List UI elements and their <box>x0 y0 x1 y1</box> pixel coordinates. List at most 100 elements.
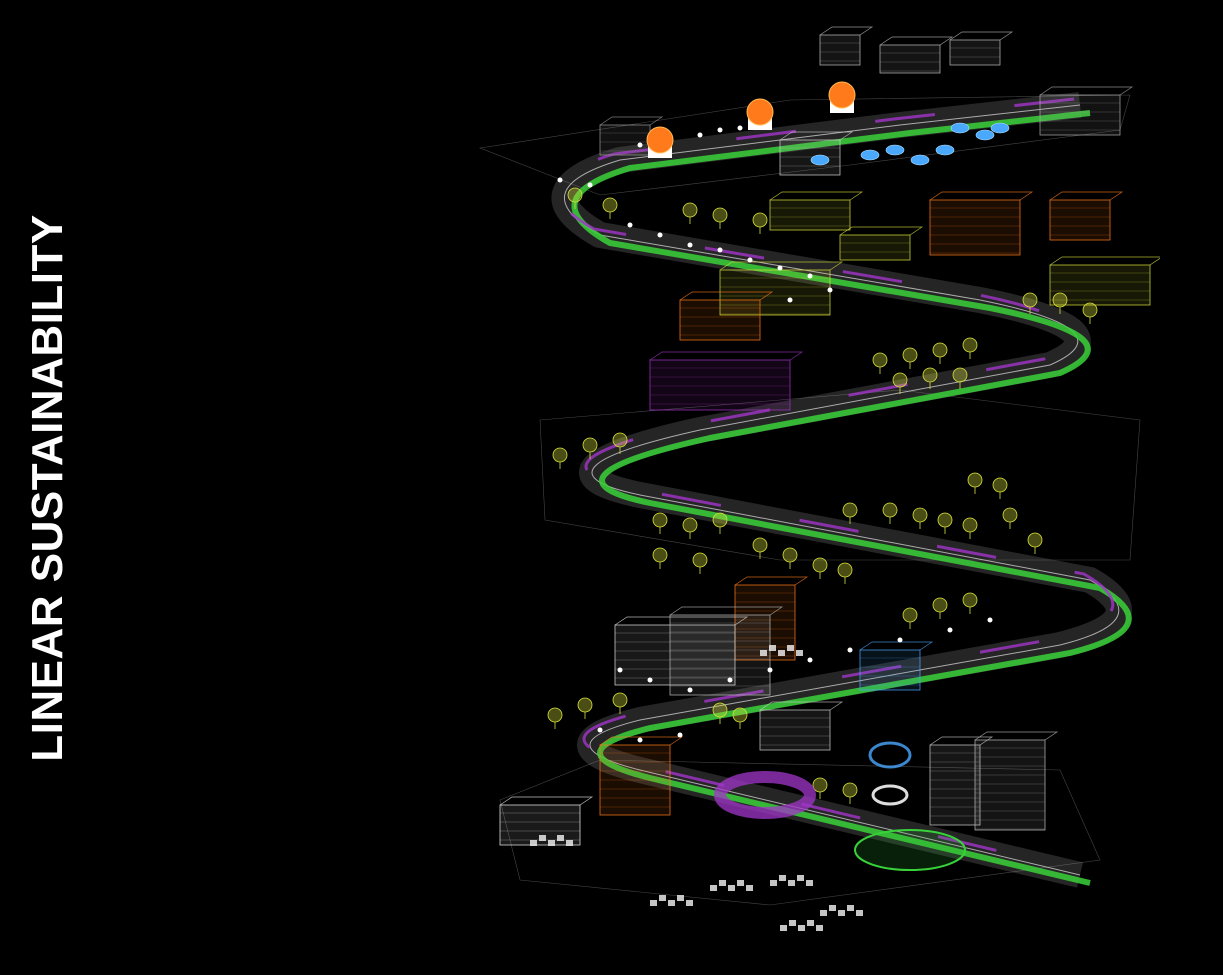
building-face <box>859 649 921 691</box>
small-block <box>789 920 796 926</box>
tree-canopy <box>567 187 583 203</box>
blue-tank <box>860 149 880 161</box>
orange-dome <box>828 81 856 113</box>
building <box>614 616 749 686</box>
street-light <box>557 177 563 183</box>
small-block <box>856 910 863 916</box>
blue-tank <box>810 154 830 166</box>
small-block <box>769 645 776 651</box>
tree-canopy <box>682 517 698 533</box>
tree-canopy <box>732 707 748 723</box>
building-roof <box>929 191 1034 201</box>
building-roof <box>1049 256 1160 266</box>
building <box>499 796 594 846</box>
green-ring <box>854 829 966 871</box>
building-roof <box>759 701 844 711</box>
tree <box>692 552 708 574</box>
tree <box>552 447 568 469</box>
tree <box>602 197 618 219</box>
building-face <box>1049 199 1111 241</box>
green-lane <box>571 110 1132 886</box>
tree-canopy <box>882 502 898 518</box>
tree-canopy <box>932 597 948 613</box>
tree <box>902 607 918 629</box>
tree <box>1052 292 1068 314</box>
building-roof <box>499 796 594 806</box>
small-block <box>788 880 795 886</box>
building <box>679 291 774 341</box>
tree <box>652 512 668 534</box>
tree <box>932 342 948 364</box>
building-roof <box>779 131 854 141</box>
tree <box>712 702 728 724</box>
tree-canopy <box>902 347 918 363</box>
purple-lane <box>557 97 1115 871</box>
tree <box>732 707 748 729</box>
tree <box>1022 292 1038 314</box>
building-roof <box>669 606 784 616</box>
block-cluster <box>780 920 823 931</box>
building-face <box>819 34 861 66</box>
building <box>734 576 809 661</box>
small-block <box>737 880 744 886</box>
purple-ring <box>714 771 816 819</box>
orange-dome <box>746 98 774 130</box>
tree-canopy <box>967 472 983 488</box>
block-cluster <box>770 875 813 886</box>
street-light <box>787 297 793 303</box>
building-roof <box>769 191 864 201</box>
tree-canopy <box>952 367 968 383</box>
tree <box>1002 507 1018 529</box>
building <box>819 26 874 66</box>
building-roof <box>839 226 924 236</box>
orange-dome <box>646 126 674 158</box>
tree-canopy <box>812 557 828 573</box>
building-roof <box>859 641 934 651</box>
building <box>929 736 994 826</box>
tree <box>967 472 983 494</box>
building <box>839 226 924 261</box>
tree-canopy <box>937 512 953 528</box>
street-light <box>717 127 723 133</box>
tree-canopy <box>712 702 728 718</box>
building <box>974 731 1059 831</box>
tree <box>952 367 968 389</box>
dome-cap <box>828 81 856 109</box>
tree <box>547 707 563 729</box>
tree-canopy <box>1022 292 1038 308</box>
tree-canopy <box>962 517 978 533</box>
street-light <box>737 125 743 131</box>
building <box>669 606 784 696</box>
building-roof <box>719 261 844 271</box>
tree-canopy <box>547 707 563 723</box>
building-face <box>839 234 911 261</box>
tree <box>652 547 668 569</box>
building <box>599 736 684 816</box>
tree-canopy <box>912 507 928 523</box>
tree <box>782 547 798 569</box>
street-light <box>827 287 833 293</box>
building <box>1039 86 1134 136</box>
building <box>599 116 664 156</box>
small-block <box>686 900 693 906</box>
tree-canopy <box>652 512 668 528</box>
street-light <box>677 732 683 738</box>
tree-canopy <box>1027 532 1043 548</box>
small-block <box>659 895 666 901</box>
dome-cap <box>646 126 674 154</box>
building-face <box>649 359 791 411</box>
tree <box>682 517 698 539</box>
small-block <box>668 900 675 906</box>
small-block <box>797 875 804 881</box>
tree-canopy <box>842 502 858 518</box>
trees <box>547 187 1098 804</box>
tree-canopy <box>577 697 593 713</box>
tree <box>872 352 888 374</box>
tree-canopy <box>612 692 628 708</box>
street-light <box>727 677 733 683</box>
small-block <box>829 905 836 911</box>
street-light <box>947 627 953 633</box>
tree <box>922 367 938 389</box>
building-roof <box>949 31 1014 41</box>
building-blocks <box>499 26 1160 846</box>
